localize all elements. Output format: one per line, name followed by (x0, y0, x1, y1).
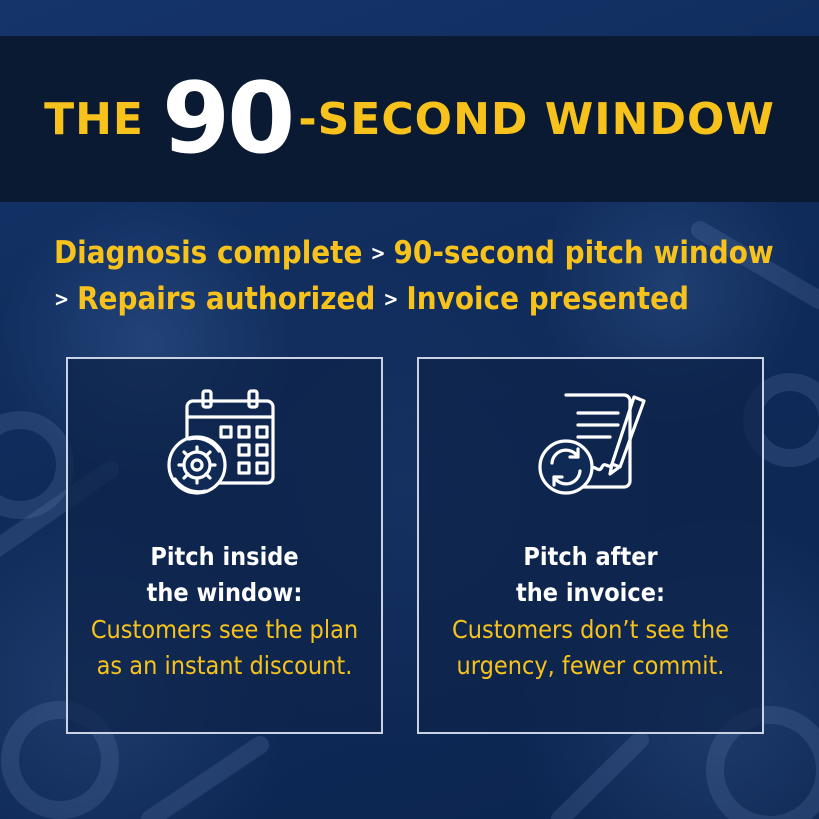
card-body-line: Customers see the plan (90, 615, 359, 644)
calendar-gear-icon (165, 387, 285, 511)
title-banner: THE 90 -SECOND WINDOW (0, 36, 819, 202)
card-body-line: as an instant discount. (96, 651, 353, 680)
card-heading: Pitch after the invoice: (419, 539, 762, 611)
card-heading-line: Pitch after (523, 542, 658, 571)
flow-line-1: Diagnosis complete >90-second pitch windo… (54, 230, 794, 276)
title-prefix: THE (44, 93, 144, 145)
flow-arrow: > (54, 287, 70, 311)
flow-step: Repairs authorized (77, 281, 376, 317)
flow-arrow: > (383, 287, 399, 311)
title-number: 90 (161, 62, 295, 176)
card-pitch-after: Pitch after the invoice: Customers don’t… (417, 357, 764, 734)
card-body: Customers see the plan as an instant dis… (68, 612, 381, 684)
card-heading-line: Pitch inside (150, 542, 299, 571)
flow-line-2: > Repairs authorized > Invoice presented (54, 276, 794, 322)
flow-step: Invoice presented (406, 281, 689, 317)
flow-step: 90-second pitch window (393, 235, 774, 271)
card-body-line: Customers don’t see the (452, 615, 729, 644)
card-body: Customers don’t see the urgency, fewer c… (419, 612, 762, 684)
flow-step: Diagnosis complete (54, 235, 363, 271)
card-body-line: urgency, fewer commit. (456, 651, 725, 680)
card-heading-line: the invoice: (516, 578, 665, 607)
card-heading: Pitch inside the window: (68, 539, 381, 611)
contract-renewal-icon (526, 387, 656, 511)
flow-arrow: > (370, 241, 386, 265)
page-title: THE 90 -SECOND WINDOW (44, 70, 775, 168)
card-pitch-inside: Pitch inside the window: Customers see t… (66, 357, 383, 734)
card-heading-line: the window: (146, 578, 303, 607)
process-flow: Diagnosis complete >90-second pitch windo… (54, 230, 794, 322)
title-suffix: -SECOND WINDOW (298, 93, 775, 145)
